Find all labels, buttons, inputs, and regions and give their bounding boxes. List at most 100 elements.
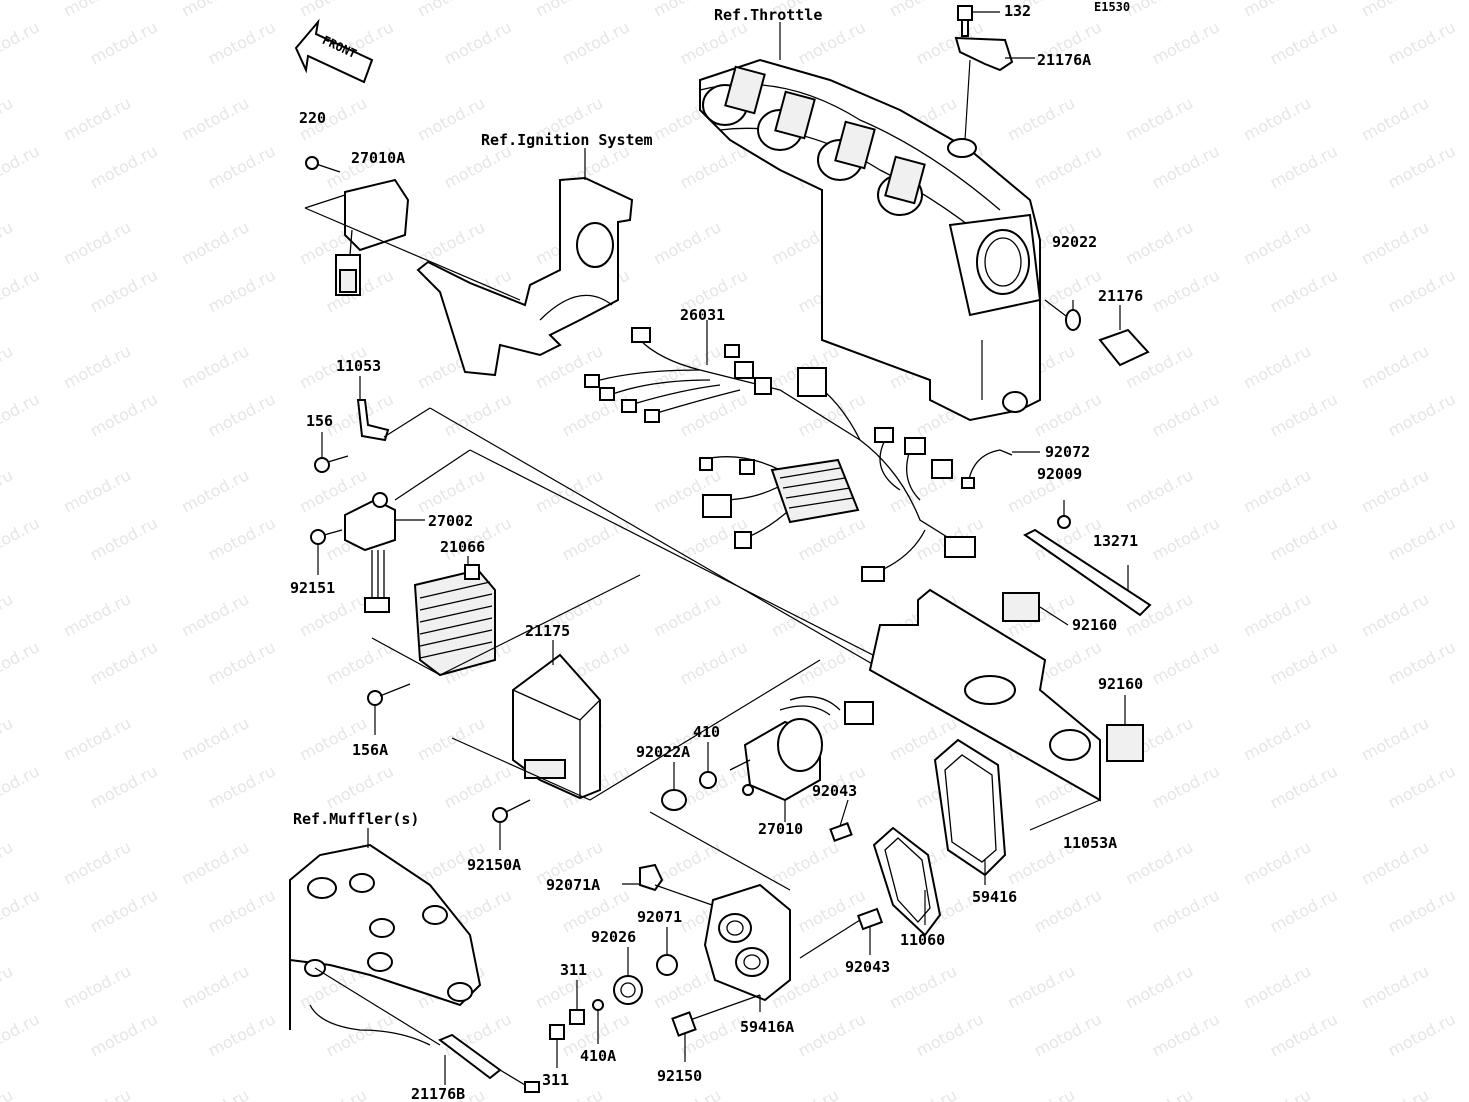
watermark-text: motod.ru bbox=[87, 141, 161, 192]
watermark-text: motod.ru bbox=[441, 761, 515, 812]
watermark-text: motod.ru bbox=[0, 637, 43, 688]
label-132: 132 bbox=[1004, 2, 1031, 20]
label-92009: 92009 bbox=[1037, 465, 1082, 483]
watermark-text: motod.ru bbox=[1240, 713, 1314, 764]
label-92022A: 92022A bbox=[636, 743, 690, 761]
watermark-text: motod.ru bbox=[0, 341, 16, 392]
watermark-text: motod.ru bbox=[1122, 961, 1196, 1012]
watermark-text: motod.ru bbox=[650, 589, 724, 640]
watermark-text: motod.ru bbox=[60, 465, 134, 516]
label-21176A: 21176A bbox=[1037, 51, 1091, 69]
label-92043-upper: 92043 bbox=[812, 782, 857, 800]
watermark-text: motod.ru bbox=[886, 1085, 960, 1102]
watermark-text: motod.ru bbox=[0, 141, 43, 192]
cable-tie-92072 bbox=[961, 449, 1040, 489]
watermark-text: motod.ru bbox=[296, 0, 370, 21]
watermark-text: motod.ru bbox=[414, 217, 488, 268]
throttle-body-assembly bbox=[699, 58, 1042, 422]
watermark-text: motod.ru bbox=[414, 465, 488, 516]
watermark-text: motod.ru bbox=[87, 885, 161, 936]
relay-27010A bbox=[304, 156, 521, 301]
label-13271: 13271 bbox=[1093, 532, 1138, 550]
watermark-text: motod.ru bbox=[1385, 389, 1459, 440]
label-27010A: 27010A bbox=[351, 149, 405, 167]
watermark-text: motod.ru bbox=[0, 961, 16, 1012]
watermark-text: motod.ru bbox=[1385, 637, 1459, 688]
watermark-text: motod.ru bbox=[1004, 1085, 1078, 1102]
watermark-text: motod.ru bbox=[1358, 93, 1432, 144]
watermark-text: motod.ru bbox=[0, 93, 16, 144]
ref-throttle: Ref.Throttle bbox=[714, 6, 822, 24]
watermark-text: motod.ru bbox=[795, 513, 869, 564]
label-21176: 21176 bbox=[1098, 287, 1143, 305]
watermark-text: motod.ru bbox=[1358, 589, 1432, 640]
watermark-text: motod.ru bbox=[60, 93, 134, 144]
watermark-text: motod.ru bbox=[1031, 885, 1105, 936]
label-311-upper: 311 bbox=[560, 961, 587, 979]
watermark-text: motod.ru bbox=[178, 1085, 252, 1102]
watermark-text: motod.ru bbox=[1004, 93, 1078, 144]
label-92160-upper: 92160 bbox=[1072, 616, 1117, 634]
label-27002: 27002 bbox=[428, 512, 473, 530]
watermark-text: motod.ru bbox=[886, 961, 960, 1012]
watermark-text: motod.ru bbox=[1122, 1085, 1196, 1102]
watermark-text: motod.ru bbox=[1385, 885, 1459, 936]
watermark-text: motod.ru bbox=[795, 885, 869, 936]
label-21066: 21066 bbox=[440, 538, 485, 556]
watermark-text: motod.ru bbox=[1267, 885, 1341, 936]
watermark-text: motod.ru bbox=[87, 637, 161, 688]
breather-assembly bbox=[799, 738, 1007, 959]
watermark-text: motod.ru bbox=[60, 217, 134, 268]
watermark-text: motod.ru bbox=[1267, 141, 1341, 192]
watermark-text: motod.ru bbox=[178, 93, 252, 144]
watermark-text: motod.ru bbox=[1031, 389, 1105, 440]
watermark-text: motod.ru bbox=[1240, 837, 1314, 888]
watermark-text: motod.ru bbox=[87, 1009, 161, 1060]
watermark-text: motod.ru bbox=[1149, 141, 1223, 192]
label-92071A: 92071A bbox=[546, 876, 600, 894]
housing-59416A bbox=[549, 863, 791, 1068]
watermark-text: motod.ru bbox=[0, 265, 43, 316]
watermark-text: motod.ru bbox=[1240, 0, 1314, 21]
label-59416: 59416 bbox=[972, 888, 1017, 906]
label-220: 220 bbox=[299, 109, 326, 127]
wiring-harness-26031 bbox=[584, 320, 976, 582]
watermark-text: motod.ru bbox=[0, 0, 16, 21]
watermark-text: motod.ru bbox=[650, 217, 724, 268]
watermark-text: motod.ru bbox=[178, 713, 252, 764]
watermark-text: motod.ru bbox=[1149, 885, 1223, 936]
watermark-text: motod.ru bbox=[1240, 341, 1314, 392]
watermark-text: motod.ru bbox=[1385, 761, 1459, 812]
watermark-text: motod.ru bbox=[205, 389, 279, 440]
watermark-text: motod.ru bbox=[296, 1085, 370, 1102]
watermark-text: motod.ru bbox=[87, 513, 161, 564]
regulator-21066 bbox=[367, 556, 641, 735]
watermark-text: motod.ru bbox=[1385, 265, 1459, 316]
watermark-text: motod.ru bbox=[1149, 637, 1223, 688]
watermark-text: motod.ru bbox=[1149, 1009, 1223, 1060]
label-410: 410 bbox=[693, 723, 720, 741]
watermark-text: motod.ru bbox=[1122, 837, 1196, 888]
watermark-text: motod.ru bbox=[0, 513, 43, 564]
watermark-text: motod.ru bbox=[1240, 1085, 1314, 1102]
watermark-text: motod.ru bbox=[60, 1085, 134, 1102]
watermark-text: motod.ru bbox=[0, 217, 16, 268]
watermark-text: motod.ru bbox=[1358, 0, 1432, 21]
watermark-text: motod.ru bbox=[1267, 513, 1341, 564]
watermark-text: motod.ru bbox=[205, 637, 279, 688]
watermark-text: motod.ru bbox=[0, 465, 16, 516]
watermark-text: motod.ru bbox=[1267, 1009, 1341, 1060]
label-92072: 92072 bbox=[1045, 443, 1090, 461]
watermark-text: motod.ru bbox=[768, 589, 842, 640]
watermark-text: motod.ru bbox=[60, 0, 134, 21]
sensor-21176A bbox=[954, 5, 1035, 141]
label-92151: 92151 bbox=[290, 579, 335, 597]
label-92160-lower: 92160 bbox=[1098, 675, 1143, 693]
label-11053: 11053 bbox=[336, 357, 381, 375]
watermark-text: motod.ru bbox=[1358, 217, 1432, 268]
watermark-text: motod.ru bbox=[768, 837, 842, 888]
watermark-text: motod.ru bbox=[559, 513, 633, 564]
watermark-text: motod.ru bbox=[205, 761, 279, 812]
watermark-text: motod.ru bbox=[205, 1009, 279, 1060]
watermark-text: motod.ru bbox=[1358, 341, 1432, 392]
